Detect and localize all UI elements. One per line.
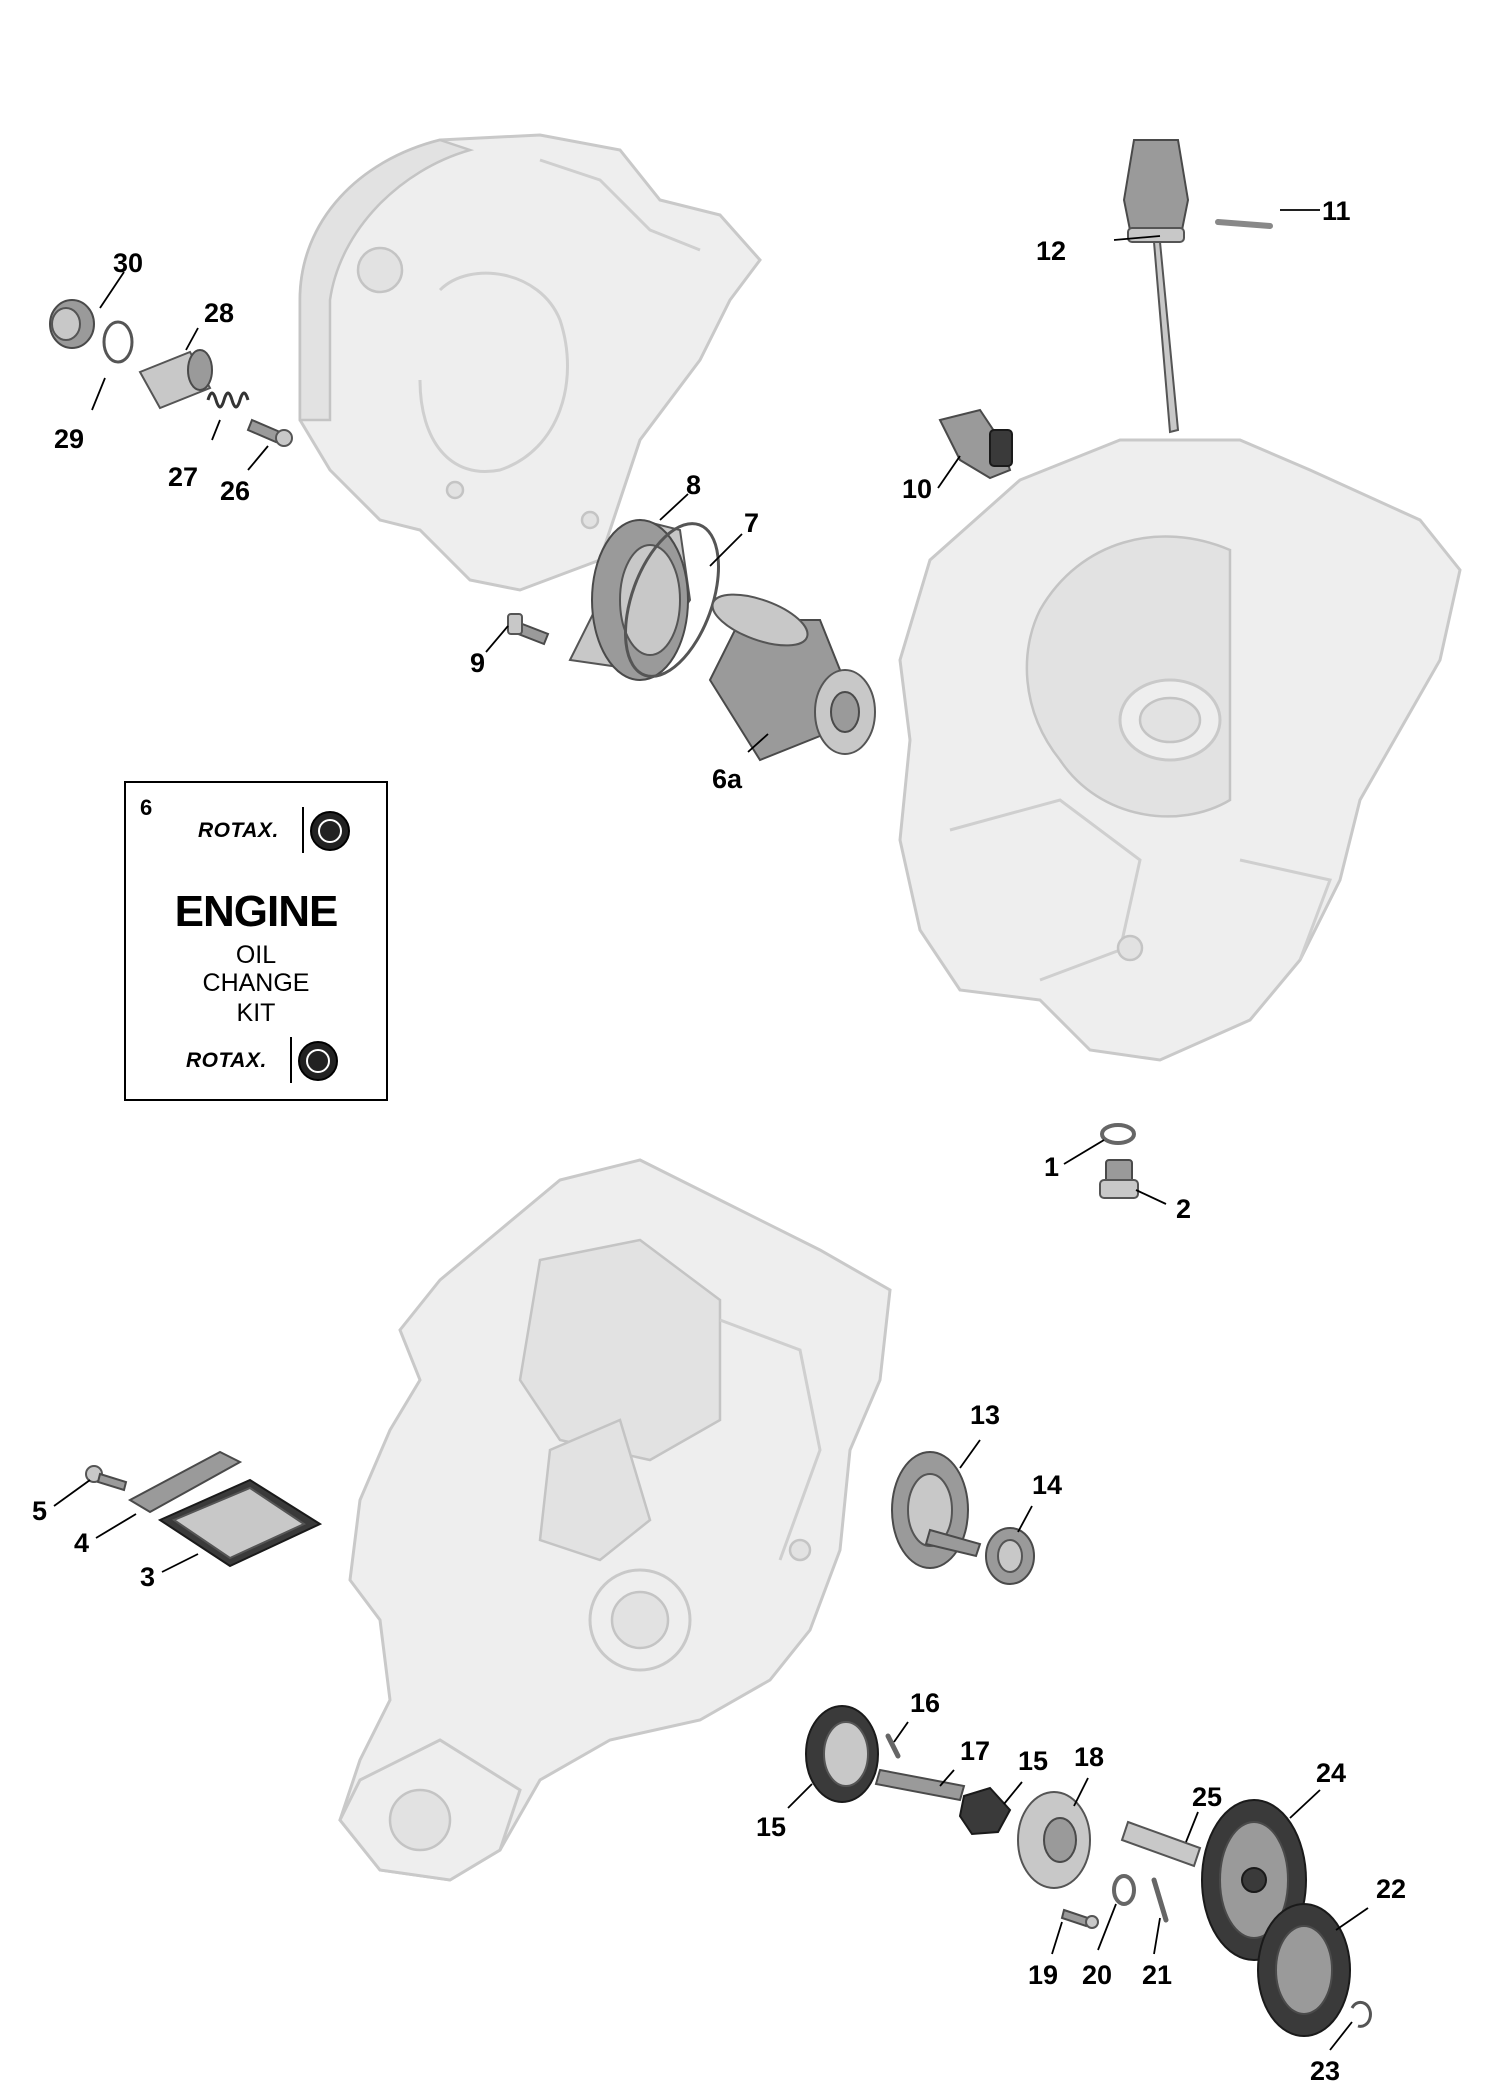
callout-14: 14 [1032,1470,1062,1500]
right-crankcase-housing [898,438,1462,1062]
part-16-pin [885,1733,901,1759]
rotax-brand-bottom: ROTAX. [186,1049,267,1072]
part-11-o-ring [1215,219,1273,229]
part-6a-oil-filter [708,593,876,762]
callout-21: 21 [1142,1960,1172,1990]
callout-labels: 30 29 28 27 26 12 11 10 8 7 9 6a 1 2 5 4… [32,196,1406,2086]
part-30-plug-cap [49,299,95,349]
part-28-sleeve [138,349,213,410]
part-5-bolt [85,1465,128,1492]
callout-28: 28 [204,298,234,328]
part-26-pin [246,418,293,447]
part-29-o-ring [102,320,134,364]
callout-18: 18 [1074,1742,1104,1772]
kit-callout-number: 6 [140,795,153,820]
part-19-screw [1060,1908,1099,1929]
kit-line-change: CHANGE [202,969,310,997]
kit-line-oil: OIL [235,941,277,969]
callout-5: 5 [32,1496,47,1526]
leader-lines [53,209,1369,2051]
callout-16: 16 [910,1688,940,1718]
kit-title: ENGINE [174,887,339,936]
part-17-shaft [874,1768,966,1802]
part-14-seal [985,1527,1035,1585]
brp-logo-icon [298,1041,338,1081]
callout-23: 23 [1310,2056,1340,2086]
part-24-gear [1201,1799,1307,1961]
part-23-circlip [1350,2000,1372,2028]
callout-8: 8 [686,470,701,500]
callout-6a: 6a [712,764,743,794]
callout-12: 12 [1036,236,1066,266]
callout-19: 19 [1028,1960,1058,1990]
part-7-o-ring [624,522,720,678]
callout-24: 24 [1316,1758,1346,1788]
part-18-pump-cover [1017,1791,1091,1889]
part-13-gear [891,1451,982,1569]
callout-27: 27 [168,462,198,492]
callout-3: 3 [140,1562,155,1592]
callout-26: 26 [220,476,250,506]
oil-change-kit-box: 6 ROTAX. ENGINE OIL CHANGE KIT ROTAX. [124,781,388,1101]
brand-separator-bottom [290,1037,292,1083]
part-1-washer [1100,1123,1136,1145]
part-15-outer-rotor [805,1705,879,1803]
kit-line-kit: KIT [236,999,276,1027]
callout-11: 11 [1322,196,1351,226]
callout-29: 29 [54,424,84,454]
part-9-bolt [506,613,550,646]
callout-20: 20 [1082,1960,1112,1990]
callout-15-inner: 15 [1018,1746,1048,1776]
part-3-strainer-screen [157,1478,323,1568]
callout-9: 9 [470,648,485,678]
callout-13: 13 [970,1400,1000,1430]
callout-25: 25 [1192,1782,1222,1812]
callout-17: 17 [960,1736,990,1766]
part-10-sensor [938,408,1013,480]
part-2-drain-plug [1099,1159,1139,1199]
part-25-shaft [1120,1820,1202,1868]
part-27-spring [206,391,250,409]
part-15-inner-rotor [958,1786,1012,1836]
left-crankcase-housing [338,1158,892,1882]
callout-2: 2 [1176,1194,1191,1224]
brand-separator-top [302,807,304,853]
part-21-pin [1151,1877,1169,1923]
callout-7: 7 [744,508,759,538]
callout-15-outer: 15 [756,1812,786,1842]
rotax-brand-top: ROTAX. [198,819,279,842]
part-12-dipstick [1122,139,1190,434]
part-8-filter-cover [568,518,692,681]
brp-logo-icon [310,811,350,851]
part-22-gear [1257,1903,1351,2037]
callout-4: 4 [74,1528,89,1558]
callout-30: 30 [113,248,143,278]
part-4-plate [127,1450,243,1514]
callout-10: 10 [902,474,932,504]
callout-1: 1 [1044,1152,1059,1182]
upper-cover-housing [298,133,762,592]
callout-22: 22 [1376,1874,1406,1904]
part-20-washer [1112,1874,1136,1906]
